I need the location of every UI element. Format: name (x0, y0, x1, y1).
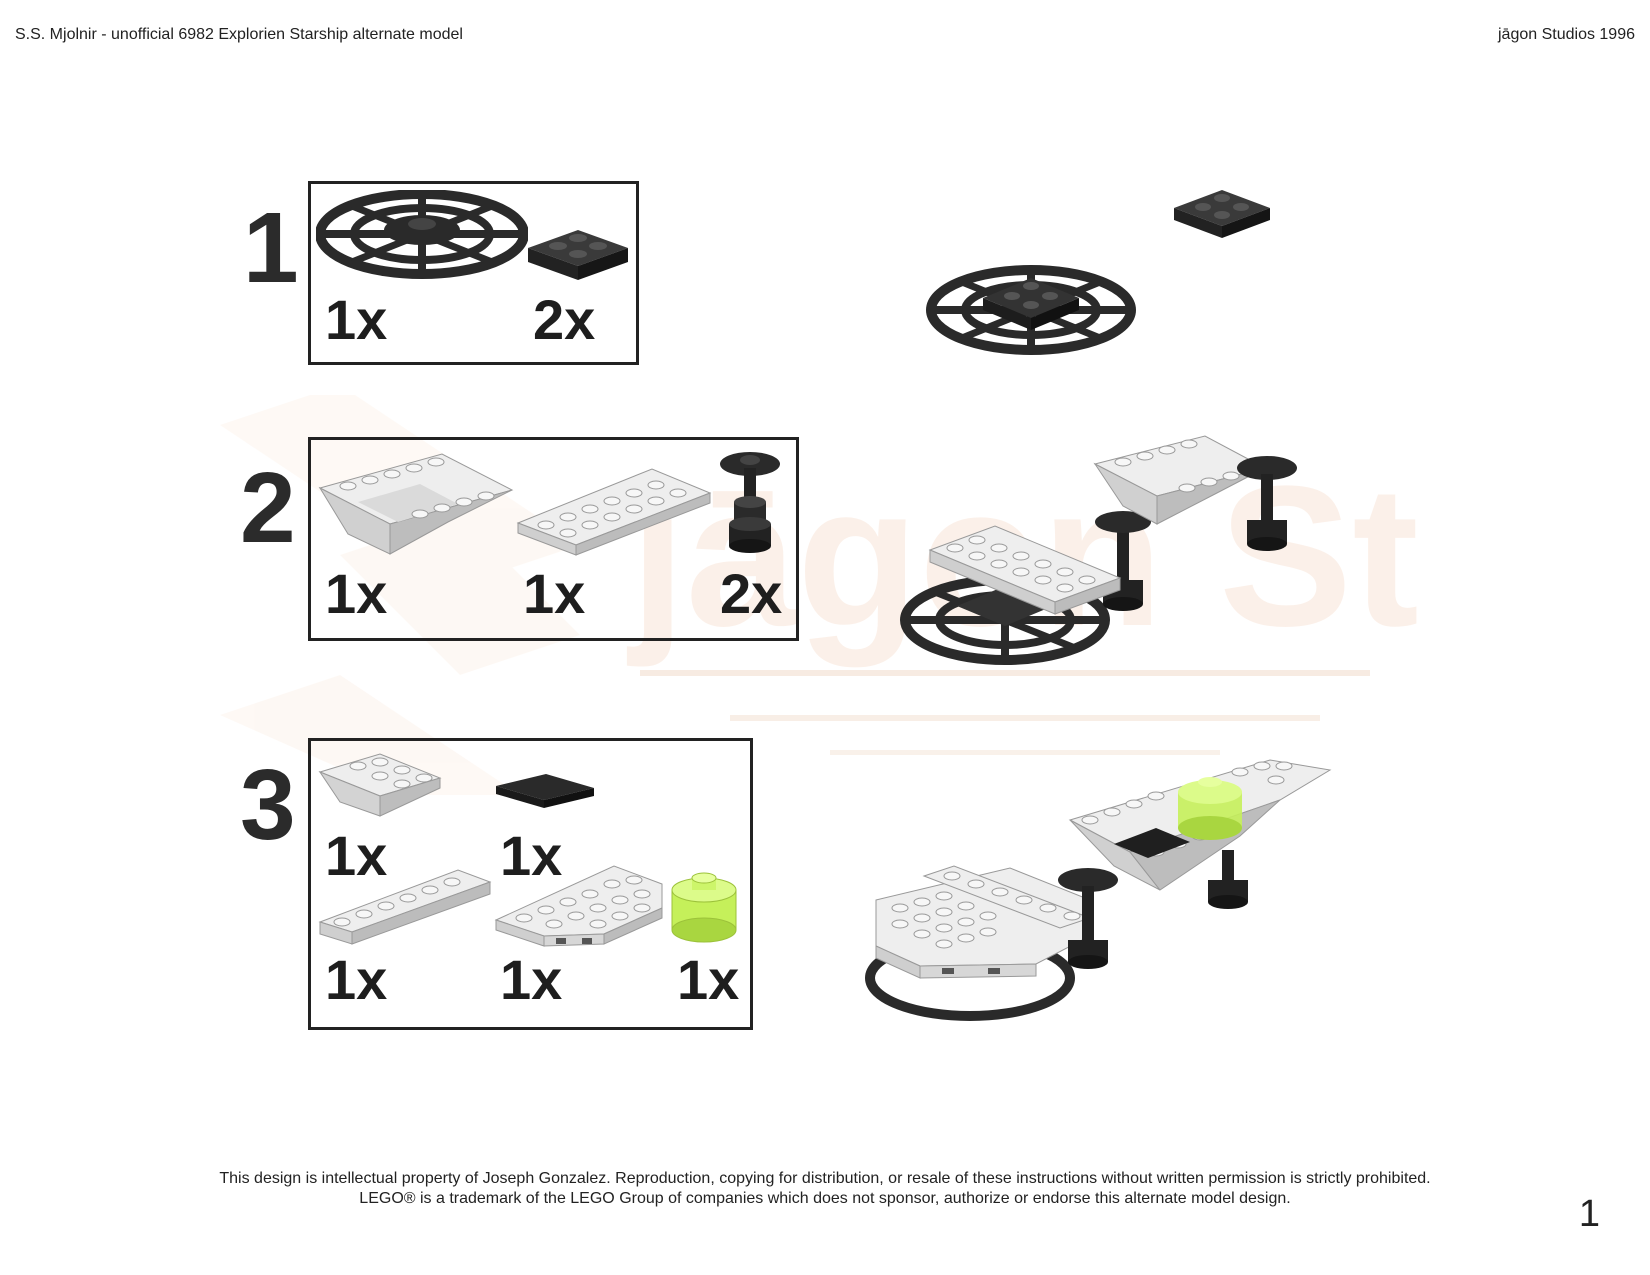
plate-2x6-part (516, 468, 712, 556)
part-quantity: 1x (325, 824, 388, 887)
round-brick-trans-green-part (671, 872, 737, 943)
antenna-stand-part (1058, 868, 1118, 969)
part-quantity: 1x (677, 948, 740, 1011)
step-1-assembly (926, 190, 1270, 355)
radar-dish-part (316, 190, 528, 279)
plate-2x6-part (928, 525, 1122, 615)
parts-list-box (308, 181, 639, 365)
part-quantity: 1x (325, 288, 388, 351)
part-quantity: 1x (500, 824, 563, 887)
wedge-plate-part (875, 867, 1091, 979)
plate-2x2-part (1174, 190, 1270, 238)
antenna-stand-part (1237, 456, 1297, 551)
trademark-notice: LEGO® is a trademark of the LEGO Group o… (359, 1190, 1291, 1207)
round-brick-trans-green-part (1178, 777, 1242, 840)
step-2-assembly (900, 435, 1297, 665)
step-number: 3 (240, 749, 296, 861)
part-quantity: 1x (523, 562, 586, 625)
tile-2x2-part (1114, 828, 1190, 858)
antenna-stand-part (1208, 850, 1248, 909)
part-quantity: 2x (720, 562, 783, 625)
part-quantity: 1x (500, 948, 563, 1011)
radar-dish-part (926, 265, 1136, 355)
plate-2x2-part (528, 230, 628, 280)
plate-1x6-part (318, 869, 492, 945)
parts-list-box (308, 738, 753, 1030)
tile-2x2-part (496, 774, 594, 808)
double-inverted-slope-part (1093, 435, 1267, 525)
step-number: 1 (243, 192, 299, 304)
document-title: S.S. Mjolnir - unofficial 6982 Explorien… (15, 26, 463, 43)
antenna-stand-part (720, 452, 780, 553)
inverted-slope-part (318, 753, 442, 817)
parts-list-box (308, 437, 799, 641)
double-inverted-slope-part (318, 453, 514, 555)
part-quantity: 1x (325, 948, 388, 1011)
part-quantity: 2x (533, 288, 596, 351)
step-number: 2 (240, 452, 296, 564)
studio-credit: jāgon Studios 1996 (1498, 26, 1635, 43)
copyright-notice: This design is intellectual property of … (219, 1170, 1431, 1187)
part-quantity: 1x (325, 562, 388, 625)
wedge-plate-part (494, 865, 663, 947)
step-3-assembly (865, 759, 1332, 1021)
page-number: 1 (1578, 1193, 1600, 1235)
